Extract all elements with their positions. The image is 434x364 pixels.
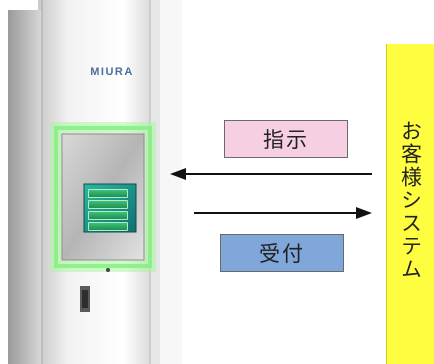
screen-button — [88, 211, 128, 220]
screen-button — [88, 189, 128, 198]
acceptance-label: 受付 — [220, 234, 344, 272]
touch-screen — [85, 185, 135, 231]
customer-system-box: お客様システム — [386, 44, 434, 364]
screen-button — [88, 222, 128, 231]
arrow-left — [170, 168, 372, 180]
brand-logo: MIURA — [90, 66, 134, 78]
customer-system-label: お客様システム — [398, 120, 423, 281]
machine-illustration: MIURA — [0, 0, 190, 364]
screen-button — [88, 200, 128, 209]
arrow-right — [194, 207, 372, 219]
instruction-label: 指示 — [224, 120, 348, 158]
